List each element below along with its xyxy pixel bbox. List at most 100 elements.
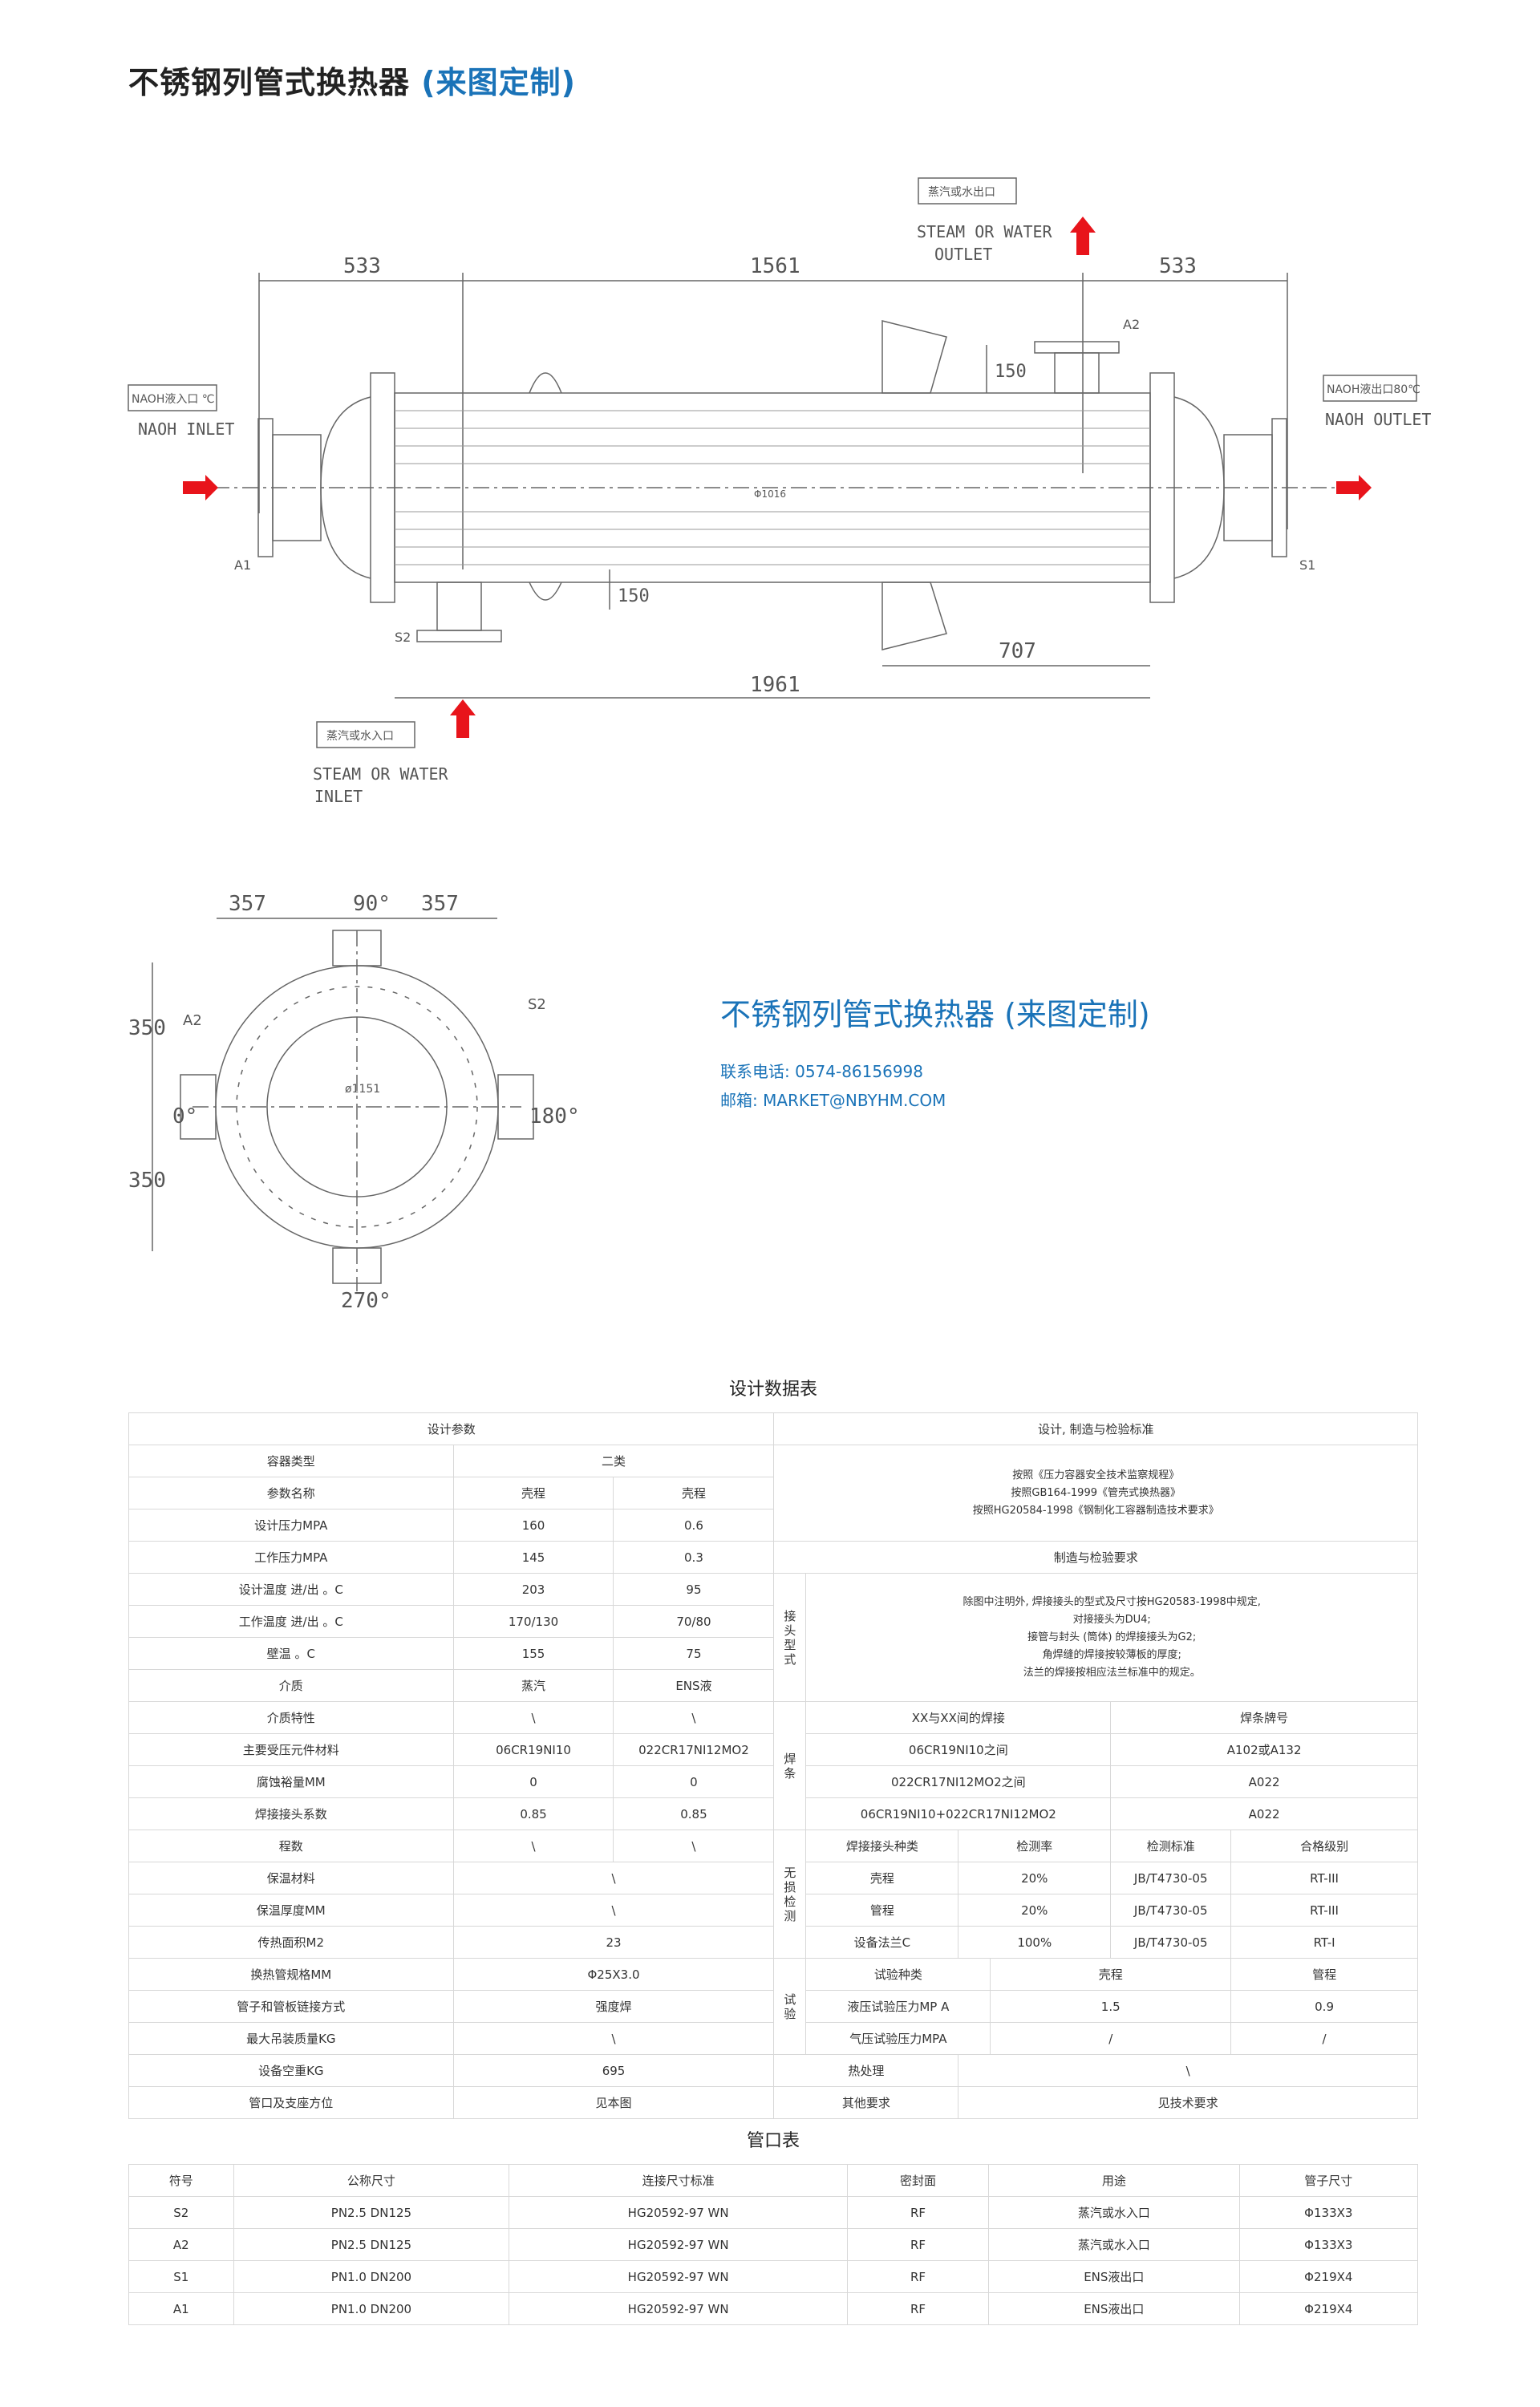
row-tube: \ [613,1701,775,1734]
arrow-naoh-out [1336,475,1372,500]
row-name: 腐蚀裕量MM [128,1765,454,1798]
row-tube: 0.3 [613,1541,775,1574]
row-name: 介质特性 [128,1701,454,1734]
engineering-drawing: 蒸汽或水出口 STEAM OR WATER OUTLET 蒸汽或水入口 STEA… [0,120,1540,1339]
nozzle-a2-body [1054,352,1100,394]
outlet-label-cn: 蒸汽或水出口 [928,186,995,199]
nozzle-cell: 蒸汽或水入口 [988,2196,1240,2229]
test-head: 壳程 [990,1958,1232,1991]
end-label-s2: S2 [528,996,546,1013]
weld-cell: A022 [1110,1765,1418,1798]
nozzle-s2-body [436,581,482,631]
row-tube: 95 [613,1573,775,1606]
ndt-cell: JB/T4730-05 [1110,1926,1232,1959]
end-diameter: ø1151 [345,1083,380,1096]
row-tube: ENS液 [613,1669,775,1702]
outlet-label-en2: OUTLET [934,245,992,264]
nozzle-header: 符号 [128,2164,234,2197]
other-req-value: 见技术要求 [958,2086,1418,2119]
test-cell: / [1230,2022,1418,2055]
row-name: 容器类型 [128,1445,454,1477]
nozzle-cell: Φ133X3 [1238,2196,1419,2229]
weld-cell: 06CR19NI10+022CR17NI12MO2 [805,1797,1112,1830]
table-row: A1 PN1.0 DN200 HG20592-97 WN RF ENS液出口 Φ… [128,2292,1419,2325]
tables-section: 设计数据表 设计参数 设计, 制造与检验标准 容器类型 二类 按照《压力容器安全… [128,1368,1419,2325]
nozzle-a2-flange [1034,341,1120,354]
table-row: S2 PN2.5 DN125 HG20592-97 WN RF 蒸汽或水入口 Φ… [128,2196,1419,2229]
row-shell: 145 [452,1541,614,1574]
nozzle-header: 密封面 [846,2164,990,2197]
nozzle-cell: PN1.0 DN200 [233,2292,510,2325]
heat-treatment-value: \ [958,2054,1418,2087]
page-title-main: 不锈钢列管式换热器 [128,65,411,100]
design-data-table: 设计参数 设计, 制造与检验标准 容器类型 二类 按照《压力容器安全技术监察规程… [128,1412,1418,2119]
ndt-cell: RT-III [1230,1862,1418,1894]
row-merged: 23 [452,1926,775,1959]
outlet-label-en1: STEAM OR WATER [917,222,1053,241]
test-label: 试验 [773,1958,807,2055]
ndt-cell: 壳程 [805,1862,959,1894]
angle-0: 0° [172,1104,197,1129]
row-value: 二类 [452,1445,775,1477]
nozzle-header: 连接尺寸标准 [509,2164,848,2197]
row-merged: \ [452,1894,775,1927]
weld-cell: 022CR17NI12MO2之间 [805,1765,1112,1798]
test-cell: 气压试验压力MPA [805,2022,991,2055]
contact-email[interactable]: 邮箱: MARKET@NBYHM.COM [720,1091,946,1110]
naoh-in-label-en: NAOH INLET [138,419,234,439]
row-name: 工作温度 进/出 。C [128,1605,454,1638]
ndt-cell: RT-I [1230,1926,1418,1959]
row-name: 传热面积M2 [128,1926,454,1959]
nozzle-cell: ENS液出口 [988,2292,1240,2325]
joint-type-label: 接头型式 [773,1573,807,1702]
row-name: 设计压力MPA [128,1509,454,1542]
drawing-svg: 蒸汽或水出口 STEAM OR WATER OUTLET 蒸汽或水入口 STEA… [128,177,1431,1313]
nozzle-cell: ENS液出口 [988,2260,1240,2293]
table-row: S1 PN1.0 DN200 HG20592-97 WN RF ENS液出口 Φ… [128,2260,1419,2293]
nozzle-header: 公称尺寸 [233,2164,510,2197]
row-merged: 强度焊 [452,1990,775,2023]
nozzle-table: 符号 公称尺寸 连接尺寸标准 密封面 用途 管子尺寸 S2 PN2.5 DN12… [128,2164,1419,2325]
arrow-naoh-in [183,475,218,500]
nozzle-cell: PN1.0 DN200 [233,2260,510,2293]
row-tube: 75 [613,1637,775,1670]
ndt-cell: 100% [958,1926,1112,1959]
nozzle-cell: PN2.5 DN125 [233,2228,510,2261]
product-title: 不锈钢列管式换热器 (来图定制) [720,997,1150,1032]
row-name: 管口及支座方位 [128,2086,454,2119]
test-cell: 1.5 [990,1990,1232,2023]
ndt-cell: 管程 [805,1894,959,1927]
table-row: A2 PN2.5 DN125 HG20592-97 WN RF 蒸汽或水入口 Φ… [128,2228,1419,2261]
row-tube: 壳程 [613,1477,775,1509]
naoh-in-label-cn: NAOH液入口 ℃ [132,393,215,406]
label-s1: S1 [1299,557,1315,573]
ndt-head: 检测标准 [1110,1830,1232,1862]
naoh-out-label-en: NAOH OUTLET [1325,410,1431,429]
arrow-steam-in [450,699,476,738]
row-shell: 155 [452,1637,614,1670]
nozzle-cell: RF [846,2196,990,2229]
ndt-head: 焊接接头种类 [805,1830,959,1862]
naoh-out-label-box [1323,375,1417,402]
row-name: 管子和管板链接方式 [128,1990,454,2023]
inlet-label-box [316,721,415,748]
other-req-label: 其他要求 [773,2086,959,2119]
ndt-head: 合格级别 [1230,1830,1418,1862]
nozzle-cell: S2 [128,2196,234,2229]
dim-right: 533 [1159,254,1197,278]
arrow-steam-out [1070,217,1096,255]
flow-arrows [183,217,1372,738]
row-name: 最大吊装质量KG [128,2022,454,2055]
row-tube: 0 [613,1765,775,1798]
row-shell: 蒸汽 [452,1669,614,1702]
contact-phone: 联系电话: 0574-86156998 [720,1062,924,1081]
row-name: 保温厚度MM [128,1894,454,1927]
joint-type-text: 除图中注明外, 焊接接头的型式及尺寸按HG20583-1998中规定, 对接接头… [805,1573,1418,1702]
row-merged: 695 [452,2054,775,2087]
nozzle-cell: HG20592-97 WN [509,2196,848,2229]
standard-line: 按照《压力容器安全技术监察规程》 [1012,1469,1180,1481]
nozzle-cell: RF [846,2228,990,2261]
nozzle-cell: Φ219X4 [1238,2292,1419,2325]
dim-support: 707 [999,639,1036,663]
weld-label: 焊条 [773,1701,807,1830]
